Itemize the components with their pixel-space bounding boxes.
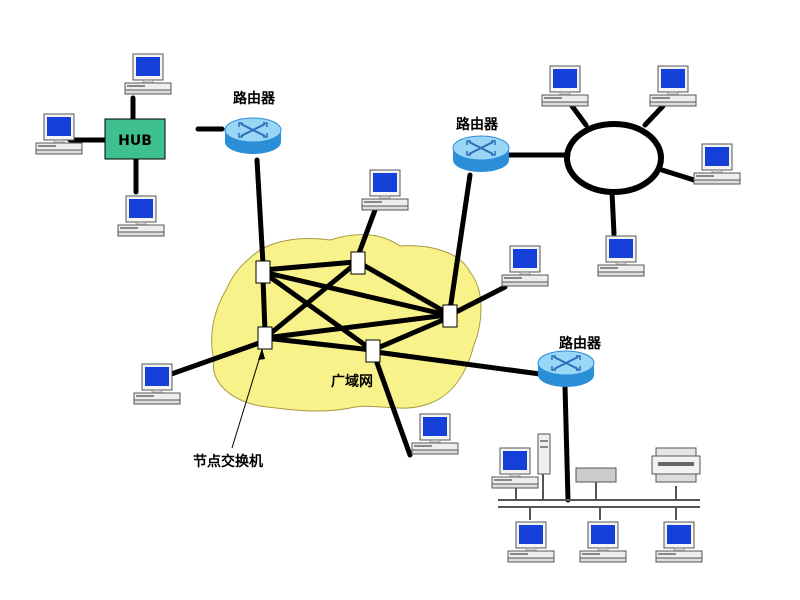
lan-hub-device xyxy=(575,467,617,483)
printer-icon xyxy=(651,447,701,483)
computer-icon xyxy=(597,235,645,277)
computer-icon xyxy=(35,113,83,155)
router-top-label: 路由器 xyxy=(233,90,276,107)
node-switch-label: 节点交换机 xyxy=(193,453,263,470)
router-right-label: 路由器 xyxy=(456,116,499,133)
switch-node xyxy=(442,304,458,328)
computer-icon xyxy=(491,447,539,489)
computer-icon xyxy=(117,195,165,237)
computer-icon xyxy=(361,169,409,211)
wan-label: 广域网 xyxy=(331,373,373,390)
computer-icon xyxy=(411,413,459,455)
wan-cloud xyxy=(211,234,482,412)
computer-icon xyxy=(507,521,555,563)
computer-icon xyxy=(579,521,627,563)
router-right-icon xyxy=(452,135,510,173)
computer-icon xyxy=(649,65,697,107)
pointer-line xyxy=(231,349,263,449)
computer-icon xyxy=(655,521,703,563)
router-top-icon xyxy=(224,117,282,155)
computer-icon xyxy=(541,65,589,107)
switch-node xyxy=(255,260,271,284)
server-tower-icon xyxy=(537,433,551,475)
pointer-arrowhead xyxy=(258,348,265,360)
computer-icon xyxy=(133,363,181,405)
hub-box xyxy=(104,118,166,160)
switch-node xyxy=(350,251,366,275)
ring-network xyxy=(564,121,664,195)
computer-icon xyxy=(501,245,549,287)
router-bottom-label: 路由器 xyxy=(559,335,602,352)
hub-label: HUB xyxy=(118,133,152,149)
lan-bus xyxy=(498,474,700,520)
switch-node xyxy=(257,326,273,350)
router-bottom-icon xyxy=(537,350,595,388)
switch-node xyxy=(365,339,381,363)
computer-icon xyxy=(124,53,172,95)
computer-icon xyxy=(693,143,741,185)
